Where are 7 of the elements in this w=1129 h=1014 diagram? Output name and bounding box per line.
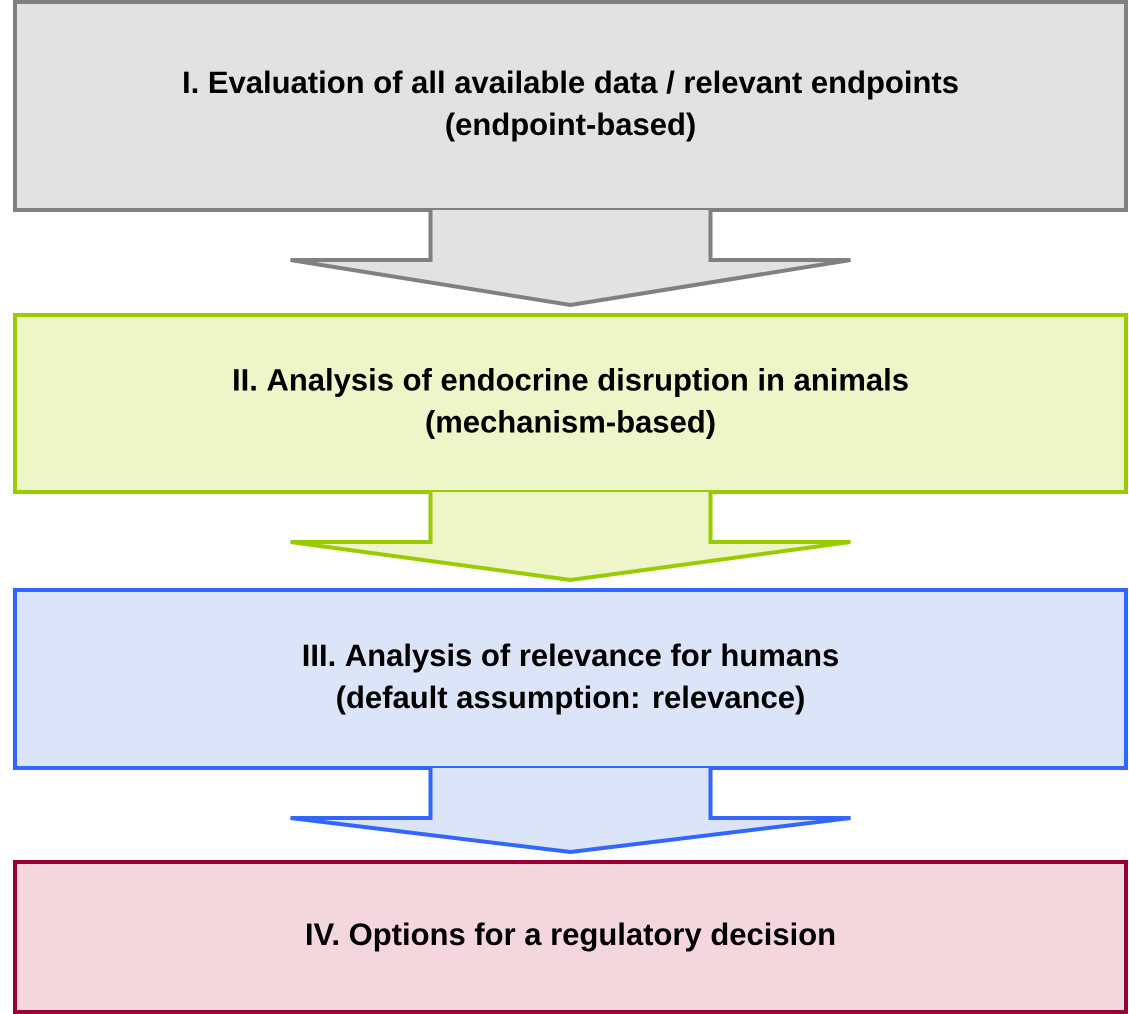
process-box: I. Evaluation of all available data / relevant endpoints (endpoint-based): [13, 0, 1128, 212]
block-arrow: [288, 766, 853, 854]
block-arrow: [288, 208, 853, 307]
process-box: IV. Options for a regulatory decision: [13, 860, 1128, 1014]
process-box: III. Analysis of relevance for humans (default assumption: relevance): [13, 588, 1128, 770]
process-box: II. Analysis of endocrine disruption in animals (mechanism-based): [13, 313, 1128, 494]
block-arrow: [288, 490, 853, 582]
